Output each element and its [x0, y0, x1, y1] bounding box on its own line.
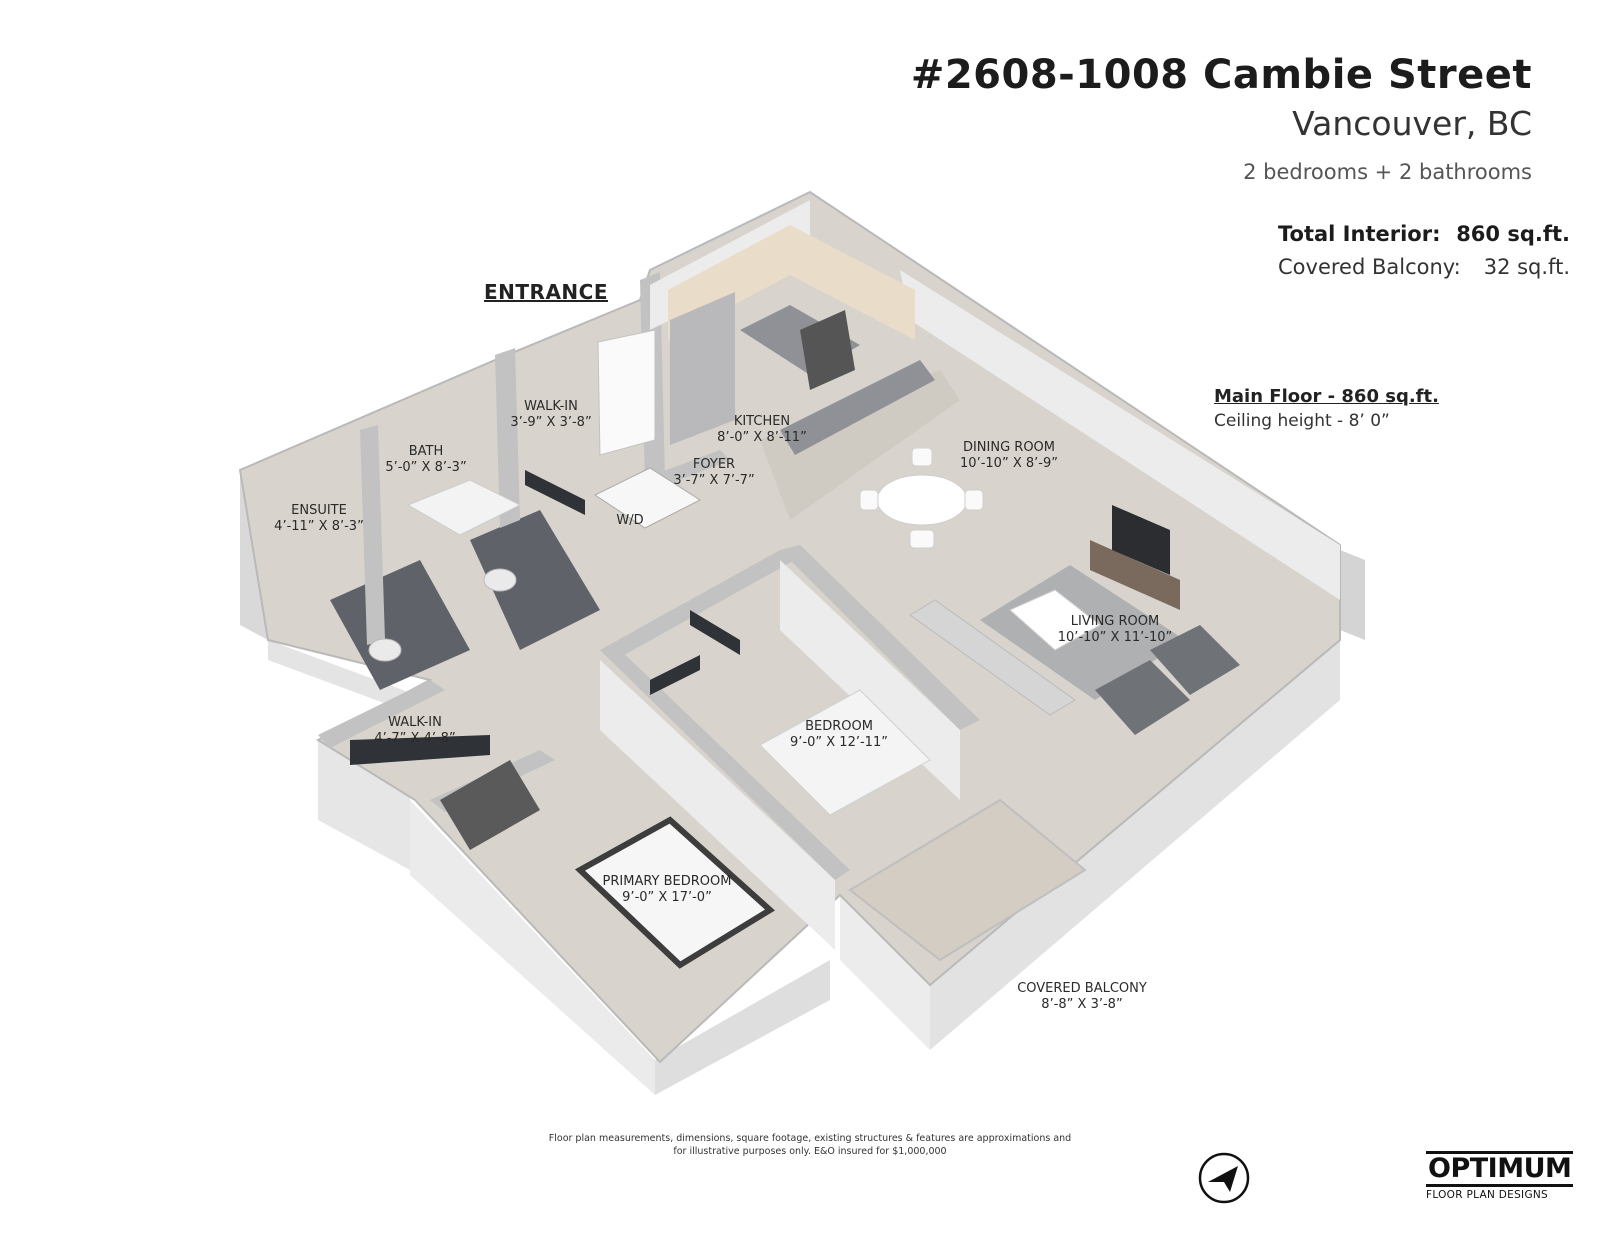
room-name: BEDROOM	[805, 719, 873, 734]
room-dims: 8’-0” X 8’-11”	[717, 430, 807, 445]
room-name: BATH	[408, 444, 444, 459]
room-dims: 5’-0” X 8’-3”	[385, 460, 467, 475]
room-name: ENSUITE	[291, 503, 347, 518]
main-floor-title: Main Floor - 860 sq.ft.	[1214, 386, 1439, 407]
room-dims: 3’-9” X 3’-8”	[510, 415, 592, 430]
ceiling-height: Ceiling height - 8’ 0”	[1214, 411, 1390, 431]
room-dims: 10’-10” X 8’-9”	[960, 456, 1058, 471]
disclaimer: Floor plan measurements, dimensions, squ…	[540, 1132, 1080, 1158]
total-interior-label: Total Interior:	[1278, 222, 1441, 246]
property-address: #2608-1008 Cambie Street	[910, 52, 1532, 98]
room-dims: 4’-7” X 4’-8”	[374, 731, 456, 746]
room-dims: 10’-10” X 11’-10”	[1057, 630, 1173, 645]
optimum-logo: OPTIMUM FLOOR PLAN DESIGNS	[1418, 1151, 1574, 1203]
north-arrow-icon	[1198, 1152, 1250, 1204]
logo-wordmark: OPTIMUM	[1426, 1151, 1574, 1187]
property-city: Vancouver, BC	[1292, 104, 1532, 143]
bedroom-furniture	[440, 689, 931, 969]
disclaimer-line-2: for illustrative purposes only. E&O insu…	[673, 1146, 947, 1157]
room-dining: DINING ROOM 10’-10” X 8’-9”	[960, 440, 1058, 472]
covered-balcony-label: Covered Balcony:	[1278, 255, 1461, 279]
room-bedroom: BEDROOM 9’-0” X 12’-11”	[790, 719, 888, 751]
room-bath: BATH 5’-0” X 8’-3”	[385, 444, 466, 476]
bath-fixtures	[368, 467, 702, 662]
room-walk-in-foyer: WALK-IN 3’-9” X 3’-8”	[510, 399, 591, 431]
closet-hangers	[350, 470, 740, 765]
room-name: PRIMARY BEDROOM	[602, 874, 732, 889]
room-ensuite: ENSUITE 4’-11” X 8’-3”	[274, 503, 364, 535]
room-foyer: FOYER 3’-7” X 7’-7”	[673, 457, 754, 489]
interior-walls	[318, 272, 980, 880]
room-name: WALK-IN	[388, 715, 442, 730]
exterior-walls	[240, 470, 1365, 1095]
room-dims: 9’-0” X 17’-0”	[622, 890, 712, 905]
room-kitchen: KITCHEN 8’-0” X 8’-11”	[717, 414, 807, 446]
total-interior-value: 860 sq.ft.	[1456, 222, 1570, 246]
room-name: FOYER	[692, 457, 736, 472]
entrance-label: ENTRANCE	[484, 280, 608, 304]
dining-set	[859, 447, 984, 549]
living-furniture	[909, 505, 1240, 735]
room-name: KITCHEN	[733, 414, 791, 429]
room-name: DINING ROOM	[962, 440, 1056, 455]
room-name: LIVING ROOM	[1070, 614, 1160, 629]
rooms-summary: 2 bedrooms + 2 bathrooms	[1243, 160, 1532, 184]
room-primary-bedroom: PRIMARY BEDROOM 9’-0” X 17’-0”	[603, 874, 732, 906]
room-dims: 4’-11” X 8’-3”	[274, 519, 364, 534]
room-dims: 8’-8” X 3’-8”	[1041, 997, 1123, 1012]
room-dims: 9’-0” X 12’-11”	[790, 735, 888, 750]
room-covered-balcony: COVERED BALCONY 8’-8” X 3’-8”	[1017, 981, 1147, 1013]
kitchen-cabinets	[668, 225, 935, 455]
room-washer-dryer: W/D	[616, 513, 643, 529]
covered-balcony-value: 32 sq.ft.	[1483, 255, 1570, 279]
room-dims: 3’-7” X 7’-7”	[673, 473, 755, 488]
room-living: LIVING ROOM 10’-10” X 11’-10”	[1058, 614, 1172, 646]
room-name: W/D	[616, 513, 644, 528]
disclaimer-line-1: Floor plan measurements, dimensions, squ…	[548, 1133, 1072, 1144]
room-name: WALK-IN	[524, 399, 578, 414]
room-name: COVERED BALCONY	[1017, 981, 1147, 996]
room-walk-in-primary: WALK-IN 4’-7” X 4’-8”	[374, 715, 455, 747]
entrance-door	[597, 329, 656, 456]
logo-tagline: FLOOR PLAN DESIGNS	[1426, 1189, 1549, 1201]
